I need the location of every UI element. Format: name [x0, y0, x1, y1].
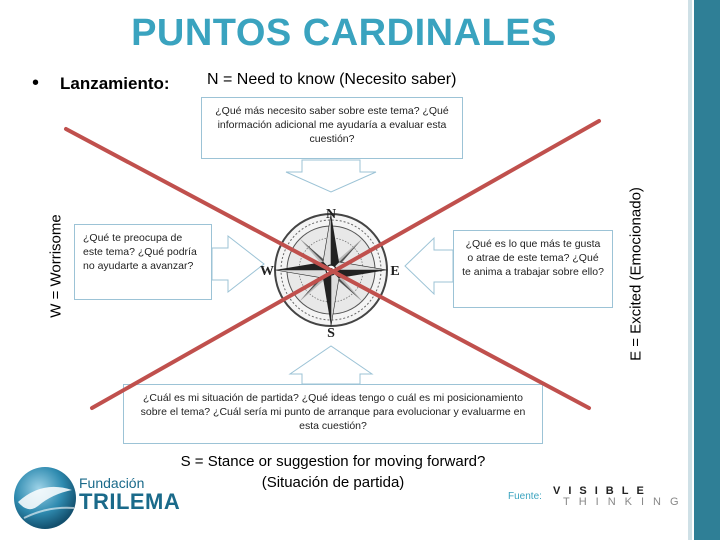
compass-s: S [327, 326, 335, 341]
east-arrow [404, 236, 454, 296]
side-bar-line [688, 0, 692, 540]
visible-thinking-bottom: THINKING [563, 496, 688, 508]
trilema-logo-icon [14, 467, 76, 529]
page-title: PUNTOS CARDINALES [131, 12, 557, 54]
compass-e: E [390, 264, 399, 279]
north-arrow [285, 159, 377, 193]
compass-n: N [326, 207, 336, 222]
north-question-box: ¿Qué más necesito saber sobre este tema?… [201, 97, 463, 159]
bullet-dot: • [32, 72, 40, 94]
north-label: N = Need to know (Necesito saber) [207, 71, 457, 88]
south-question-box: ¿Cuál es mi situación de partida? ¿Qué i… [123, 384, 543, 444]
compass-w: W [260, 264, 274, 279]
compass-rose [274, 213, 388, 327]
bullet-label: Lanzamiento: [60, 74, 170, 93]
west-arrow [211, 234, 265, 294]
west-question-box: ¿Qué te preocupa de este tema? ¿Qué podr… [74, 224, 212, 300]
east-question-box: ¿Qué es lo que más te gusta o atrae de e… [453, 230, 613, 308]
source-label: Fuente: [508, 491, 542, 502]
visible-thinking-top: VISIBLE [553, 485, 652, 497]
logo-text-small: Fundación [79, 475, 145, 491]
south-label: S = Stance or suggestion for moving forw… [180, 453, 486, 491]
south-arrow [288, 345, 374, 385]
logo-text-big: TRILEMA [79, 489, 181, 514]
side-bar [694, 0, 720, 540]
